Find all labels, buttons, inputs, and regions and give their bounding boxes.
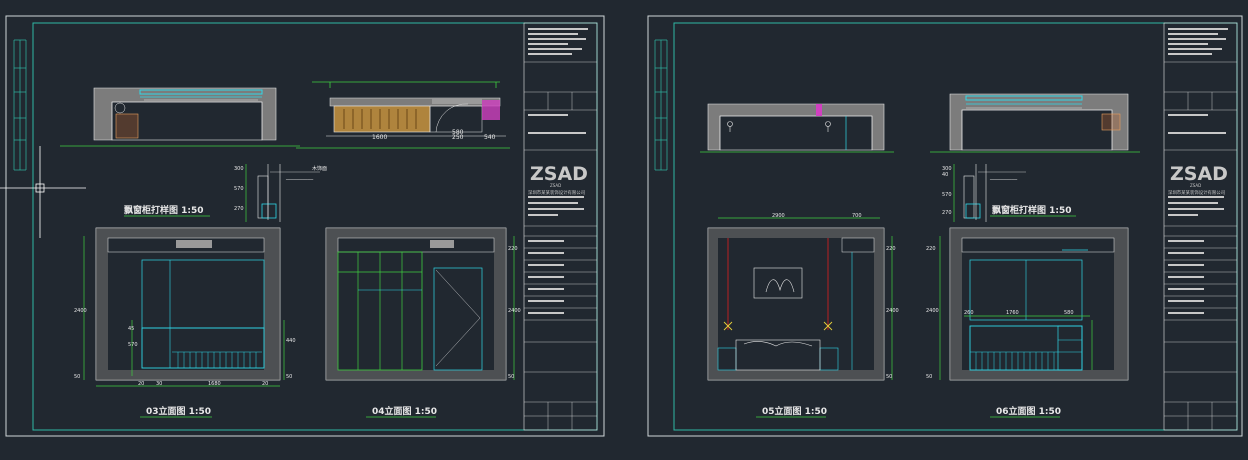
- detail-r-dim-40: 40: [942, 172, 948, 178]
- elev03-dim-50: 50: [74, 374, 80, 380]
- elevation-04-title: 04立面图 1:50: [372, 405, 437, 417]
- elev06-dim-50: 50: [926, 374, 932, 380]
- plan-dim-580: 580: [452, 129, 464, 136]
- detail-dim-300: 300: [234, 166, 244, 172]
- plan-dim-1600: 1600: [372, 134, 387, 141]
- sheet-right[interactable]: 300 40 570 270 ───────── 飘窗柜打样图 1:50 290…: [647, 15, 1243, 437]
- sheet-right-binding-strip: [654, 39, 668, 171]
- detail-bay-cabinet-right: 300 40 570 270 ───────── 飘窗柜打样图 1:50: [942, 164, 1076, 222]
- titleblock-logo-left: ZSAD: [530, 163, 588, 185]
- elev05-dim-700: 700: [852, 213, 862, 219]
- elevation-03: 2400 50 45 570 440 50 20 30 1680 20 03立面…: [74, 227, 296, 418]
- titleblock-logo-sub-right: ZSAD: [1190, 183, 1201, 188]
- detail-r-dim-570: 570: [942, 192, 952, 198]
- elev06-dim-220: 220: [926, 246, 936, 252]
- titleblock-logo-right: ZSAD: [1170, 163, 1228, 185]
- elev05-dim-220: 220: [886, 246, 896, 252]
- elev05-dim-2900: 2900: [772, 213, 785, 219]
- elev03-dim-50b: 50: [286, 374, 292, 380]
- elev04-dim-2400: 2400: [508, 308, 521, 314]
- detail-r-dim-270: 270: [942, 210, 952, 216]
- elev03-dim-20: 20: [138, 381, 144, 387]
- plan-wardrobe-left: 1600 250 580 540: [296, 81, 510, 149]
- elev06-dim-2400: 2400: [926, 308, 939, 314]
- detail-r-dim-300: 300: [942, 166, 952, 172]
- detail-note-veneer: 木饰面: [312, 165, 327, 172]
- sheet-left[interactable]: 1600 250 580 540 300 570 270 木饰面 ───────…: [0, 15, 605, 437]
- elev06-dim-1760: 1760: [1006, 310, 1019, 316]
- plan-dim-540: 540: [484, 134, 496, 141]
- titleblock-company-left: 深圳市某某装饰设计有限公司: [528, 189, 585, 196]
- elev03-dim-570: 570: [128, 342, 138, 348]
- detail-title-left: 飘窗柜打样图 1:50: [124, 204, 204, 216]
- elev04-dim-50: 50: [508, 374, 514, 380]
- elevation-05-title: 05立面图 1:50: [762, 405, 827, 417]
- elevation-03-title: 03立面图 1:50: [146, 405, 211, 417]
- plan-bay-window-left: [60, 87, 300, 147]
- elev06-dim-580: 580: [1064, 310, 1074, 316]
- wall-picture-icon: [753, 267, 803, 299]
- detail-bay-cabinet-left: 300 570 270 木饰面 ───────── 飘窗柜打样图 1:50: [124, 164, 327, 222]
- elev03-dim-440: 440: [286, 338, 296, 344]
- plan-bay-window-right: [930, 93, 1140, 153]
- titleblock-logo-sub-left: ZSAD: [550, 183, 561, 188]
- detail-title-right: 飘窗柜打样图 1:50: [992, 204, 1072, 216]
- sheet-left-outer-frame: [5, 15, 605, 437]
- elev06-dim-260: 260: [964, 310, 974, 316]
- elev03-dim-45: 45: [128, 326, 134, 332]
- sheet-left-binding-strip: [13, 39, 27, 171]
- elev03-dim-2400: 2400: [74, 308, 87, 314]
- elevation-06-title: 06立面图 1:50: [996, 405, 1061, 417]
- wall-lamp-icon: [727, 121, 831, 132]
- crosshair-cursor-icon: [0, 146, 86, 238]
- svg-text:─────────: ─────────: [285, 177, 314, 183]
- elev05-dim-50: 50: [886, 374, 892, 380]
- detail-dim-570: 570: [234, 186, 244, 192]
- titleblock-right: ZSAD ZSAD 深圳市某某装饰设计有限公司: [1163, 22, 1238, 431]
- elevation-04: 220 2400 50 04立面图 1:50: [325, 227, 521, 418]
- elev03-dim-30: 30: [156, 381, 162, 387]
- detail-dim-270: 270: [234, 206, 244, 212]
- elev03-dim-1680: 1680: [208, 381, 221, 387]
- elevation-06: 1760 580 260 220 2400 50 06立面图 1:50: [926, 227, 1129, 418]
- svg-text:─────────: ─────────: [989, 177, 1018, 183]
- elevation-05: 2900 700 220 2400 50: [707, 213, 899, 418]
- plan-dim-250: 250: [452, 134, 464, 141]
- elev05-dim-2400: 2400: [886, 308, 899, 314]
- titleblock-left: ZSAD ZSAD 深圳市某某装饰设计有限公司: [523, 22, 598, 431]
- sheet-right-outer-frame: [647, 15, 1243, 437]
- elev03-dim-20b: 20: [262, 381, 268, 387]
- elev04-dim-220: 220: [508, 246, 518, 252]
- plan-bedroom-right: [700, 103, 894, 153]
- titleblock-company-right: 深圳市某某装饰设计有限公司: [1168, 189, 1225, 196]
